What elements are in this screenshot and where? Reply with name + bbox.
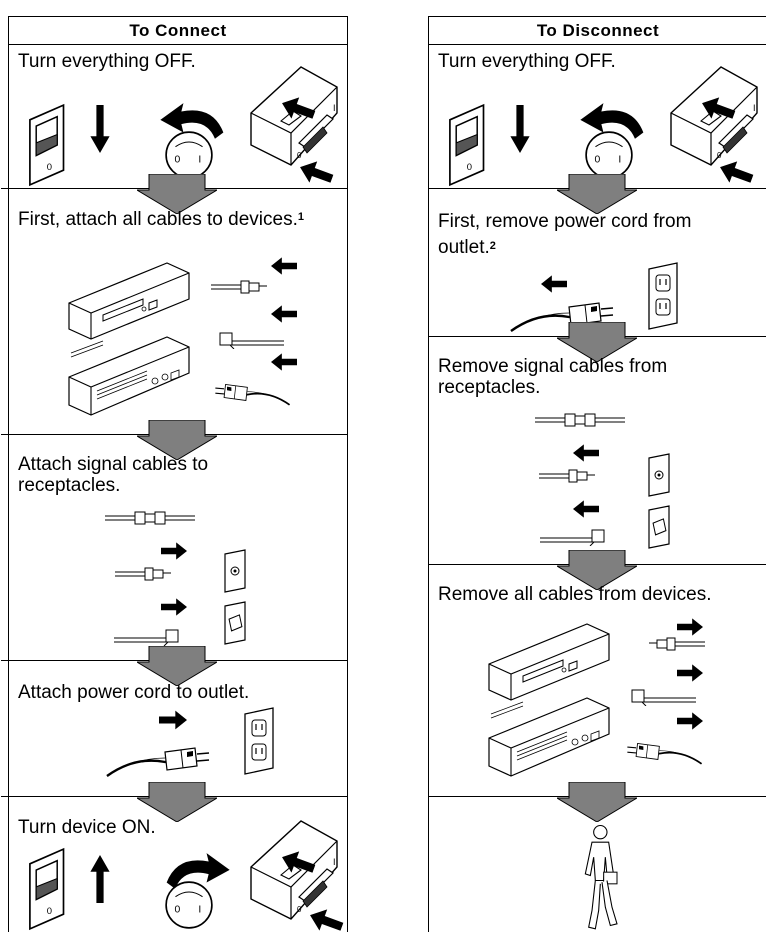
disconnect-step-4-text: Remove all cables from devices. [438,584,712,605]
phone-cable-icon [213,325,285,349]
connect-step-2-text: First, attach all cables to devices.1 [18,209,304,230]
left-to-right-arrow-icon [159,710,187,730]
black-arrow-icon [309,909,343,933]
left-to-right-arrow-icon [677,664,703,682]
black-arrow-icon [719,161,753,185]
black-arrow-icon [281,97,315,121]
left-to-right-arrow-icon [161,598,187,616]
coax-cable-icon [539,466,619,486]
power-cord-icon [211,371,291,411]
right-to-left-arrow-icon [271,353,297,371]
connect-step-5: Turn device ON. [9,811,347,932]
up-arrow-icon [90,855,110,903]
connect-column: To Connect Turn everything OFF. First, a… [1,16,348,932]
rocker-switch-off-icon [441,103,505,187]
coax-coupler-icon [105,508,195,528]
disconnect-title: To Disconnect [429,16,766,45]
coax-cable-icon [211,277,291,297]
power-plug-icon [105,732,215,782]
right-to-left-arrow-icon [573,500,599,518]
connect-step-4-text: Attach power cord to outlet. [18,682,250,703]
wall-outlet-icon [241,706,281,776]
right-to-left-arrow-icon [573,444,599,462]
connect-step-2: First, attach all cables to devices.1 [9,203,347,433]
phone-receptacle-icon [645,504,675,550]
coax-cable-icon [115,564,195,584]
wall-outlet-icon [645,261,685,331]
left-to-right-arrow-icon [677,712,703,730]
right-to-left-arrow-icon [271,257,297,275]
coax-receptacle-icon [645,452,675,498]
connect-step-1: Turn everything OFF. [9,45,347,190]
disconnect-step-1: Turn everything OFF. [429,45,766,190]
phone-receptacle-icon [221,600,251,646]
black-arrow-icon [701,97,735,121]
down-arrow-icon [90,105,110,153]
rocker-switch-on-icon [21,847,85,931]
connect-step-5-text: Turn device ON. [18,817,156,838]
down-arrow-icon [510,105,530,153]
coax-receptacle-icon [221,548,251,594]
phone-cable-icon [539,522,611,546]
connect-title: To Connect [9,16,347,45]
coax-cable-icon [625,634,705,654]
dial-knob-icon [163,879,215,931]
disconnect-column: To Disconnect Turn everything OFF. First… [428,16,766,932]
disconnect-step-5 [429,811,766,932]
black-arrow-icon [281,851,315,875]
disconnect-step-4: Remove all cables from devices. [429,578,766,798]
connect-step-4: Attach power cord to outlet. [9,676,347,796]
rocker-switch-off-icon [21,103,85,187]
right-to-left-arrow-icon [271,305,297,323]
power-cord-icon [623,730,703,770]
disconnect-step-1-text: Turn everything OFF. [438,51,616,72]
left-to-right-arrow-icon [161,542,187,560]
black-arrow-icon [299,161,333,185]
devices-icon [63,257,193,437]
devices-icon [483,618,613,798]
phone-cable-icon [625,682,697,706]
phone-cable-icon [113,622,185,646]
coax-coupler-icon [535,410,625,430]
person-walking-away-icon [577,823,627,933]
connect-step-1-text: Turn everything OFF. [18,51,196,72]
